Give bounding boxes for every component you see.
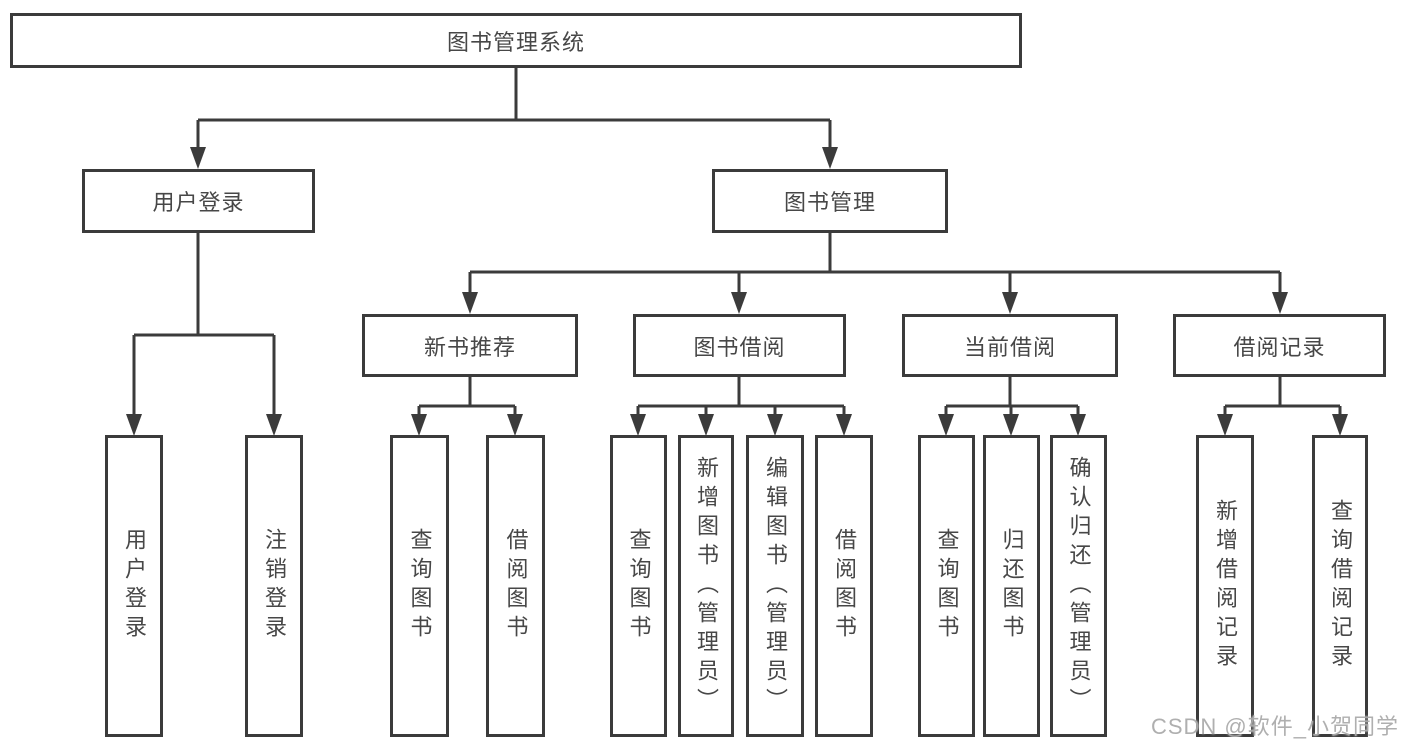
arrowhead: [938, 414, 954, 436]
leaf-user-login-label: 用户登录: [122, 528, 147, 644]
leaf-add-books-admin-label: 新增图书（管理员）: [694, 455, 719, 717]
leaf-add-books-admin: 新增图书（管理员）: [678, 435, 734, 737]
arrowhead: [1332, 414, 1348, 436]
node-root: 图书管理系统: [10, 13, 1022, 68]
csdn-watermark: CSDN @软件_小贺同学: [1150, 714, 1399, 739]
arrowhead: [1217, 414, 1233, 436]
node-new-book-recommend: 新书推荐: [362, 314, 578, 377]
leaf-borrowing-query-books: 查询图书: [610, 435, 667, 737]
leaf-return-books-label: 归还图书: [999, 528, 1025, 644]
arrowhead: [630, 414, 646, 436]
leaf-return-books: 归还图书: [983, 435, 1040, 737]
leaf-query-borrow-record: 查询借阅记录: [1312, 435, 1368, 737]
arrowhead: [1272, 292, 1288, 314]
leaf-recommend-query-books: 查询图书: [390, 435, 449, 737]
leaf-logout-label: 注销登录: [262, 528, 287, 644]
node-user-login: 用户登录: [82, 169, 315, 233]
arrowhead: [462, 292, 478, 314]
leaf-recommend-borrow-books: 借阅图书: [486, 435, 545, 737]
node-root-label: 图书管理系统: [446, 29, 585, 55]
node-user-login-label: 用户登录: [152, 190, 245, 215]
node-borrow-records: 借阅记录: [1173, 314, 1386, 377]
leaf-add-borrow-record-label: 新增借阅记录: [1213, 499, 1238, 673]
leaf-recommend-borrow-books-label: 借阅图书: [503, 528, 529, 644]
arrowhead: [1070, 414, 1086, 436]
leaf-current-query-books-label: 查询图书: [934, 528, 960, 644]
leaf-logout: 注销登录: [245, 435, 303, 737]
node-current-borrowing-label: 当前借阅: [963, 334, 1056, 360]
node-borrow-records-label: 借阅记录: [1233, 334, 1326, 360]
leaf-user-login: 用户登录: [105, 435, 163, 737]
leaf-borrowing-borrow-books: 借阅图书: [815, 435, 873, 737]
arrowhead: [767, 414, 783, 436]
leaf-query-borrow-record-label: 查询借阅记录: [1328, 499, 1353, 673]
node-new-book-recommend-label: 新书推荐: [423, 334, 516, 360]
arrowhead: [190, 147, 206, 169]
node-book-borrowing-label: 图书借阅: [693, 334, 786, 360]
leaf-confirm-return-admin-label: 确认归还（管理员）: [1066, 455, 1092, 717]
arrowhead: [1003, 414, 1019, 436]
arrowhead: [411, 414, 427, 436]
leaf-borrowing-query-books-label: 查询图书: [626, 528, 652, 644]
leaf-current-query-books: 查询图书: [918, 435, 975, 737]
arrowhead: [836, 414, 852, 436]
arrowhead: [731, 292, 747, 314]
arrowhead: [822, 147, 838, 169]
leaf-recommend-query-books-label: 查询图书: [407, 528, 433, 644]
node-book-management: 图书管理: [712, 169, 948, 233]
leaf-edit-books-admin: 编辑图书（管理员）: [746, 435, 804, 737]
arrowhead: [126, 414, 142, 436]
node-current-borrowing: 当前借阅: [902, 314, 1118, 377]
arrowhead: [1002, 292, 1018, 314]
leaf-edit-books-admin-label: 编辑图书（管理员）: [763, 455, 788, 717]
node-book-management-label: 图书管理: [783, 190, 876, 215]
leaf-borrowing-borrow-books-label: 借阅图书: [832, 528, 857, 644]
arrowhead: [266, 414, 282, 436]
arrowhead: [698, 414, 714, 436]
arrowhead: [507, 414, 523, 436]
leaf-confirm-return-admin: 确认归还（管理员）: [1050, 435, 1107, 737]
node-book-borrowing: 图书借阅: [633, 314, 846, 377]
leaf-add-borrow-record: 新增借阅记录: [1196, 435, 1254, 737]
